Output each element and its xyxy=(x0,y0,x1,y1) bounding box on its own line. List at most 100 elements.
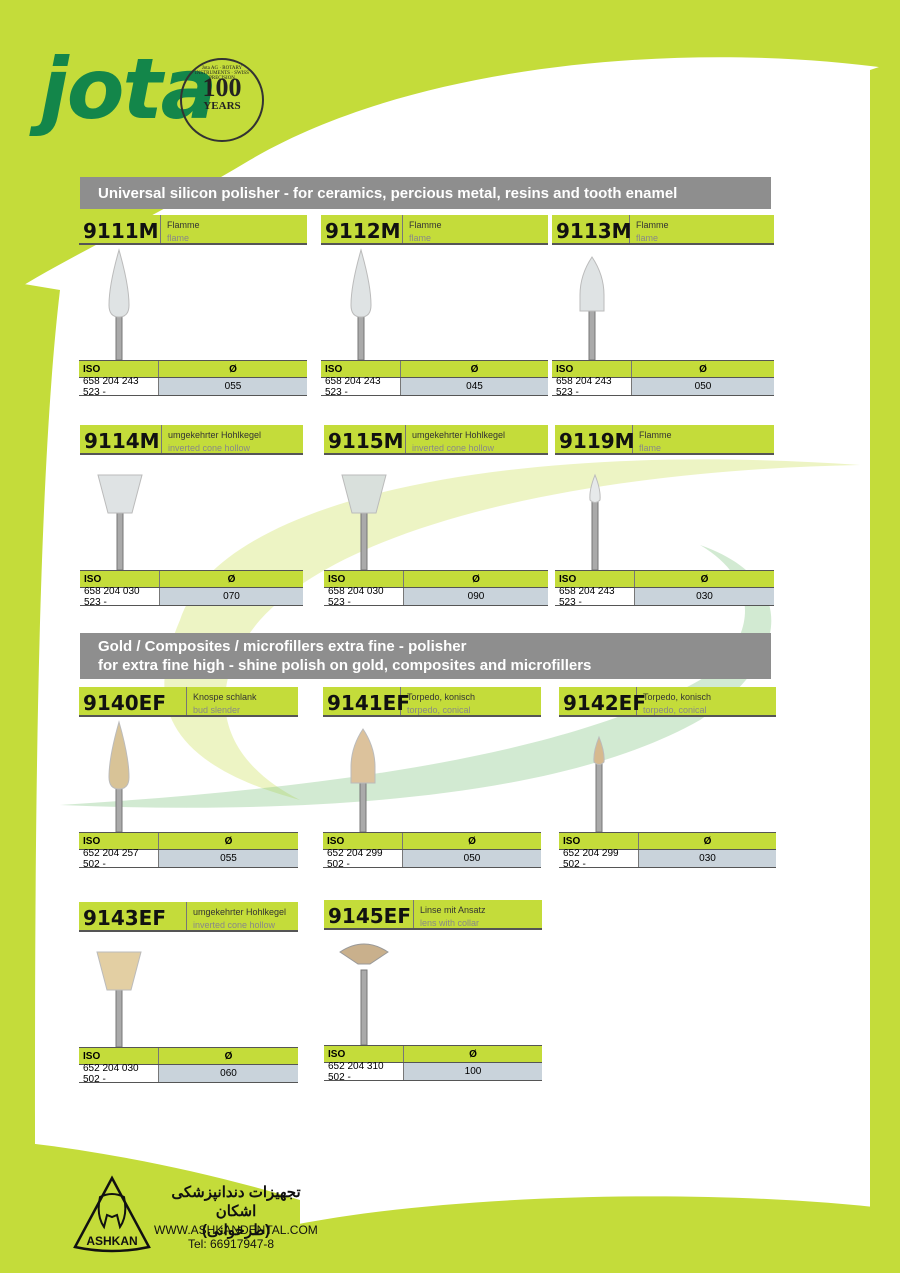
product-code: 9119M xyxy=(555,425,635,453)
product-9143EF: 9143EF umgekehrter Hohlkegel inverted con… xyxy=(79,902,298,1085)
iso-header: ISO xyxy=(321,361,401,377)
description-en: bud slender xyxy=(193,705,241,715)
product-9112M: 9112M Flamme flame ISO Ø 658 204 243 523 -… xyxy=(321,215,548,398)
iso-number: 658 204 030 523 - xyxy=(324,586,404,608)
description-de: Flamme xyxy=(639,430,672,440)
iso-number: 658 204 030 523 - xyxy=(80,586,160,608)
product-header: 9115M umgekehrter Hohlkegel inverted cone… xyxy=(324,425,548,455)
iso-header: ISO xyxy=(79,833,159,849)
description-de: Flamme xyxy=(409,220,442,230)
iso-header: ISO xyxy=(324,1046,404,1062)
description-en: lens with collar xyxy=(420,918,480,928)
diameter-value: 055 xyxy=(159,850,298,867)
diameter-value: 030 xyxy=(635,588,774,605)
iso-number: 652 204 030 502 - xyxy=(79,1063,159,1085)
product-image-smallflame xyxy=(559,717,776,832)
diameter-value: 050 xyxy=(403,850,541,867)
diameter-value: 070 xyxy=(160,588,303,605)
product-9115M: 9115M umgekehrter Hohlkegel inverted cone… xyxy=(324,425,548,608)
description-en: torpedo, conical xyxy=(643,705,707,715)
product-image-cone xyxy=(80,455,303,570)
description-de: Torpedo, konisch xyxy=(643,692,712,702)
iso-number: 652 204 310 502 - xyxy=(324,1061,404,1083)
description-de: umgekehrter Hohlkegel xyxy=(193,907,287,917)
spec-table: ISO Ø 652 204 257 502 -055 xyxy=(79,832,298,870)
spec-table: ISO Ø 658 204 243 523 -050 xyxy=(552,360,774,398)
product-code: 9114M xyxy=(80,425,162,453)
section-banner-gold: Gold / Composites / microfillers extra f… xyxy=(80,633,771,679)
diameter-value: 045 xyxy=(401,378,548,395)
diameter-header: Ø xyxy=(224,1050,233,1062)
product-code: 9115M xyxy=(324,425,406,453)
ashkan-tooth-logo: ASHKAN xyxy=(73,1175,151,1253)
description-de: Torpedo, konisch xyxy=(407,692,476,702)
description-en: flame xyxy=(409,233,432,243)
iso-header: ISO xyxy=(559,833,639,849)
section-banner-silicon: Universal silicon polisher - for ceramic… xyxy=(80,177,771,209)
product-code: 9141EF xyxy=(323,687,410,715)
svg-text:ASHKAN: ASHKAN xyxy=(86,1234,137,1248)
website[interactable]: WWW.ASHKANDENTAL.COM xyxy=(154,1223,318,1237)
product-header: 9145EF Linse mit Ansatz lens with collar xyxy=(324,900,542,930)
description-de: Knospe schlank xyxy=(193,692,257,702)
description-en: inverted cone hollow xyxy=(193,920,276,930)
description-en: inverted cone hollow xyxy=(412,443,495,453)
diameter-header: Ø xyxy=(224,835,233,847)
product-image-flame xyxy=(79,245,307,360)
product-image-lens xyxy=(324,930,542,1045)
diameter-header: Ø xyxy=(470,363,479,375)
product-image-bullet xyxy=(323,717,541,832)
product-code: 9142EF xyxy=(559,687,646,715)
description-de: umgekehrter Hohlkegel xyxy=(168,430,262,440)
product-code: 9111M xyxy=(79,215,161,243)
iso-header: ISO xyxy=(79,361,159,377)
diameter-header: Ø xyxy=(227,573,236,585)
diameter-header: Ø xyxy=(699,363,707,375)
iso-number: 652 204 257 502 - xyxy=(79,848,159,870)
diameter-header: Ø xyxy=(229,363,237,375)
iso-number: 658 204 243 523 - xyxy=(555,586,635,608)
spec-table: ISO Ø 658 204 243 523 -045 xyxy=(321,360,548,398)
product-image-bullet xyxy=(552,245,774,360)
iso-number: 658 204 243 523 - xyxy=(552,376,632,398)
product-image-flame xyxy=(79,717,298,832)
product-image-cone xyxy=(324,455,548,570)
diameter-header: Ø xyxy=(472,573,480,585)
iso-header: ISO xyxy=(552,361,632,377)
diameter-header: Ø xyxy=(703,835,712,847)
iso-header: ISO xyxy=(555,571,635,587)
iso-number: 652 204 299 502 - xyxy=(559,848,639,870)
product-code: 9145EF xyxy=(324,900,414,928)
description-de: umgekehrter Hohlkegel xyxy=(412,430,506,440)
iso-number: 652 204 299 502 - xyxy=(323,848,403,870)
product-header: 9143EF umgekehrter Hohlkegel inverted con… xyxy=(79,902,298,932)
iso-header: ISO xyxy=(323,833,403,849)
100-years-seal: Jota AG · ROTARY INSTRUMENTS · SWISS PRE… xyxy=(180,58,264,142)
diameter-header: Ø xyxy=(468,835,476,847)
iso-number: 658 204 243 523 - xyxy=(321,376,401,398)
product-code: 9143EF xyxy=(79,902,187,930)
description-de: Flamme xyxy=(636,220,669,230)
description-en: torpedo, conical xyxy=(407,705,471,715)
product-image-cone xyxy=(79,932,298,1047)
description-de: Linse mit Ansatz xyxy=(420,905,486,915)
product-code: 9112M xyxy=(321,215,403,243)
iso-number: 658 204 243 523 - xyxy=(79,376,159,398)
product-header: 9142EF Torpedo, konisch torpedo, conical xyxy=(559,687,776,717)
diameter-value: 050 xyxy=(632,378,774,395)
product-header: 9112M Flamme flame xyxy=(321,215,548,245)
